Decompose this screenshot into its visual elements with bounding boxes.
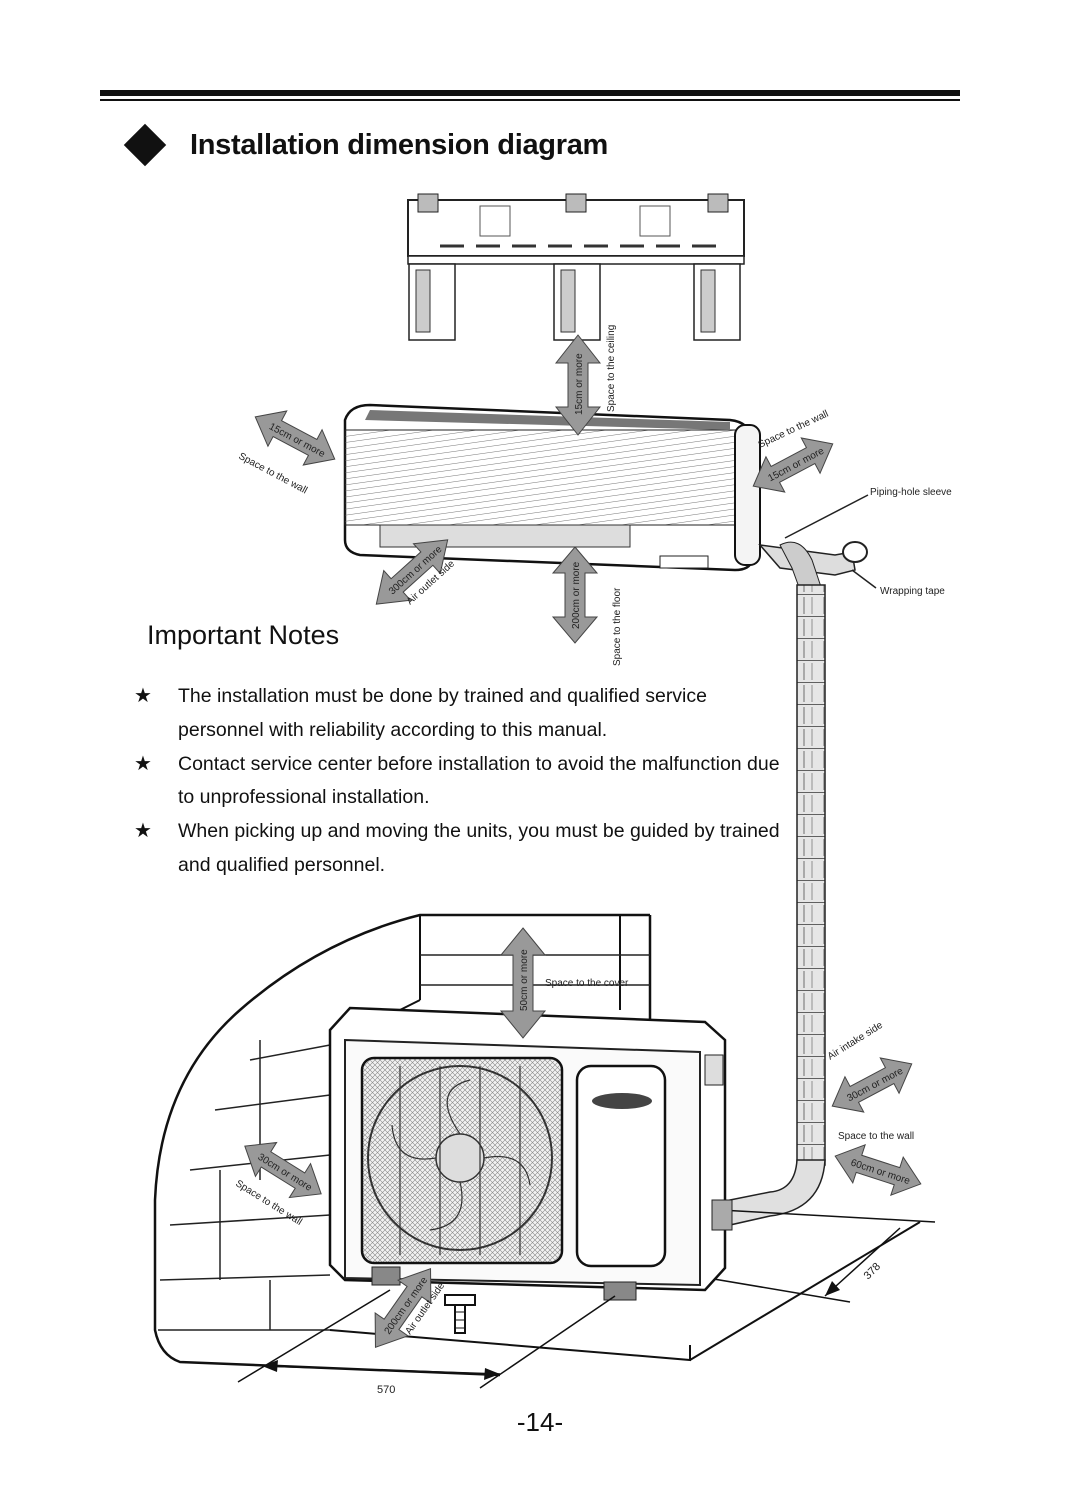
indoor-top-clearance-label: Space to the ceiling <box>606 325 617 412</box>
indoor-floor-clearance-label: Space to the floor <box>612 587 623 666</box>
page-title: Installation dimension diagram <box>190 128 609 161</box>
outdoor-cover-clearance-value: 50cm or more <box>519 949 530 1011</box>
note-item: ★ The installation must be done by train… <box>130 680 780 747</box>
indoor-floor-clearance-value: 200cm or more <box>571 561 582 629</box>
dim-width-label: 570 <box>377 1384 395 1396</box>
note-text: The installation must be done by trained… <box>178 685 707 741</box>
mounting-plate <box>407 193 745 341</box>
outdoor-right-wall-clearance-label: Space to the wall <box>838 1131 914 1142</box>
drain-fitting-icon <box>444 1294 476 1334</box>
star-bullet-icon: ★ <box>134 752 152 775</box>
dimension-lines: 570 378 <box>237 1227 901 1396</box>
dim-depth-label: 378 <box>862 1261 883 1282</box>
star-bullet-icon: ★ <box>134 685 152 707</box>
note-item: ★ When picking up and moving the units, … <box>130 815 780 882</box>
section-header: Installation dimension diagram <box>120 120 608 170</box>
refrigerant-pipe <box>729 541 868 1226</box>
indoor-top-clearance-value: 15cm or more <box>574 353 585 415</box>
note-text: Contact service center before installati… <box>178 752 780 809</box>
notes-list: ★ The installation must be done by train… <box>130 680 780 883</box>
piping-hole-label: Piping-hole sleeve <box>870 487 952 498</box>
outdoor-cover-clearance-label: Space to the cover <box>545 978 629 989</box>
top-rule-thick <box>100 90 960 96</box>
indoor-left-clearance-label: Space to the wall <box>237 451 309 496</box>
wrapping-tape-label: Wrapping tape <box>880 586 945 597</box>
notes-heading: Important Notes <box>147 620 340 650</box>
note-text: When picking up and moving the units, yo… <box>178 820 780 876</box>
top-rule-thin <box>100 99 960 101</box>
star-bullet-icon: ★ <box>134 820 152 842</box>
note-item: ★ Contact service center before installa… <box>130 748 780 815</box>
page-number: -14- <box>516 1407 564 1437</box>
indoor-callouts: Piping-hole sleeve Wrapping tape <box>784 487 952 597</box>
outdoor-intake-clearance-label: Air intake side <box>826 1020 885 1063</box>
outdoor-unit <box>328 1006 733 1301</box>
indoor-unit <box>343 403 761 572</box>
